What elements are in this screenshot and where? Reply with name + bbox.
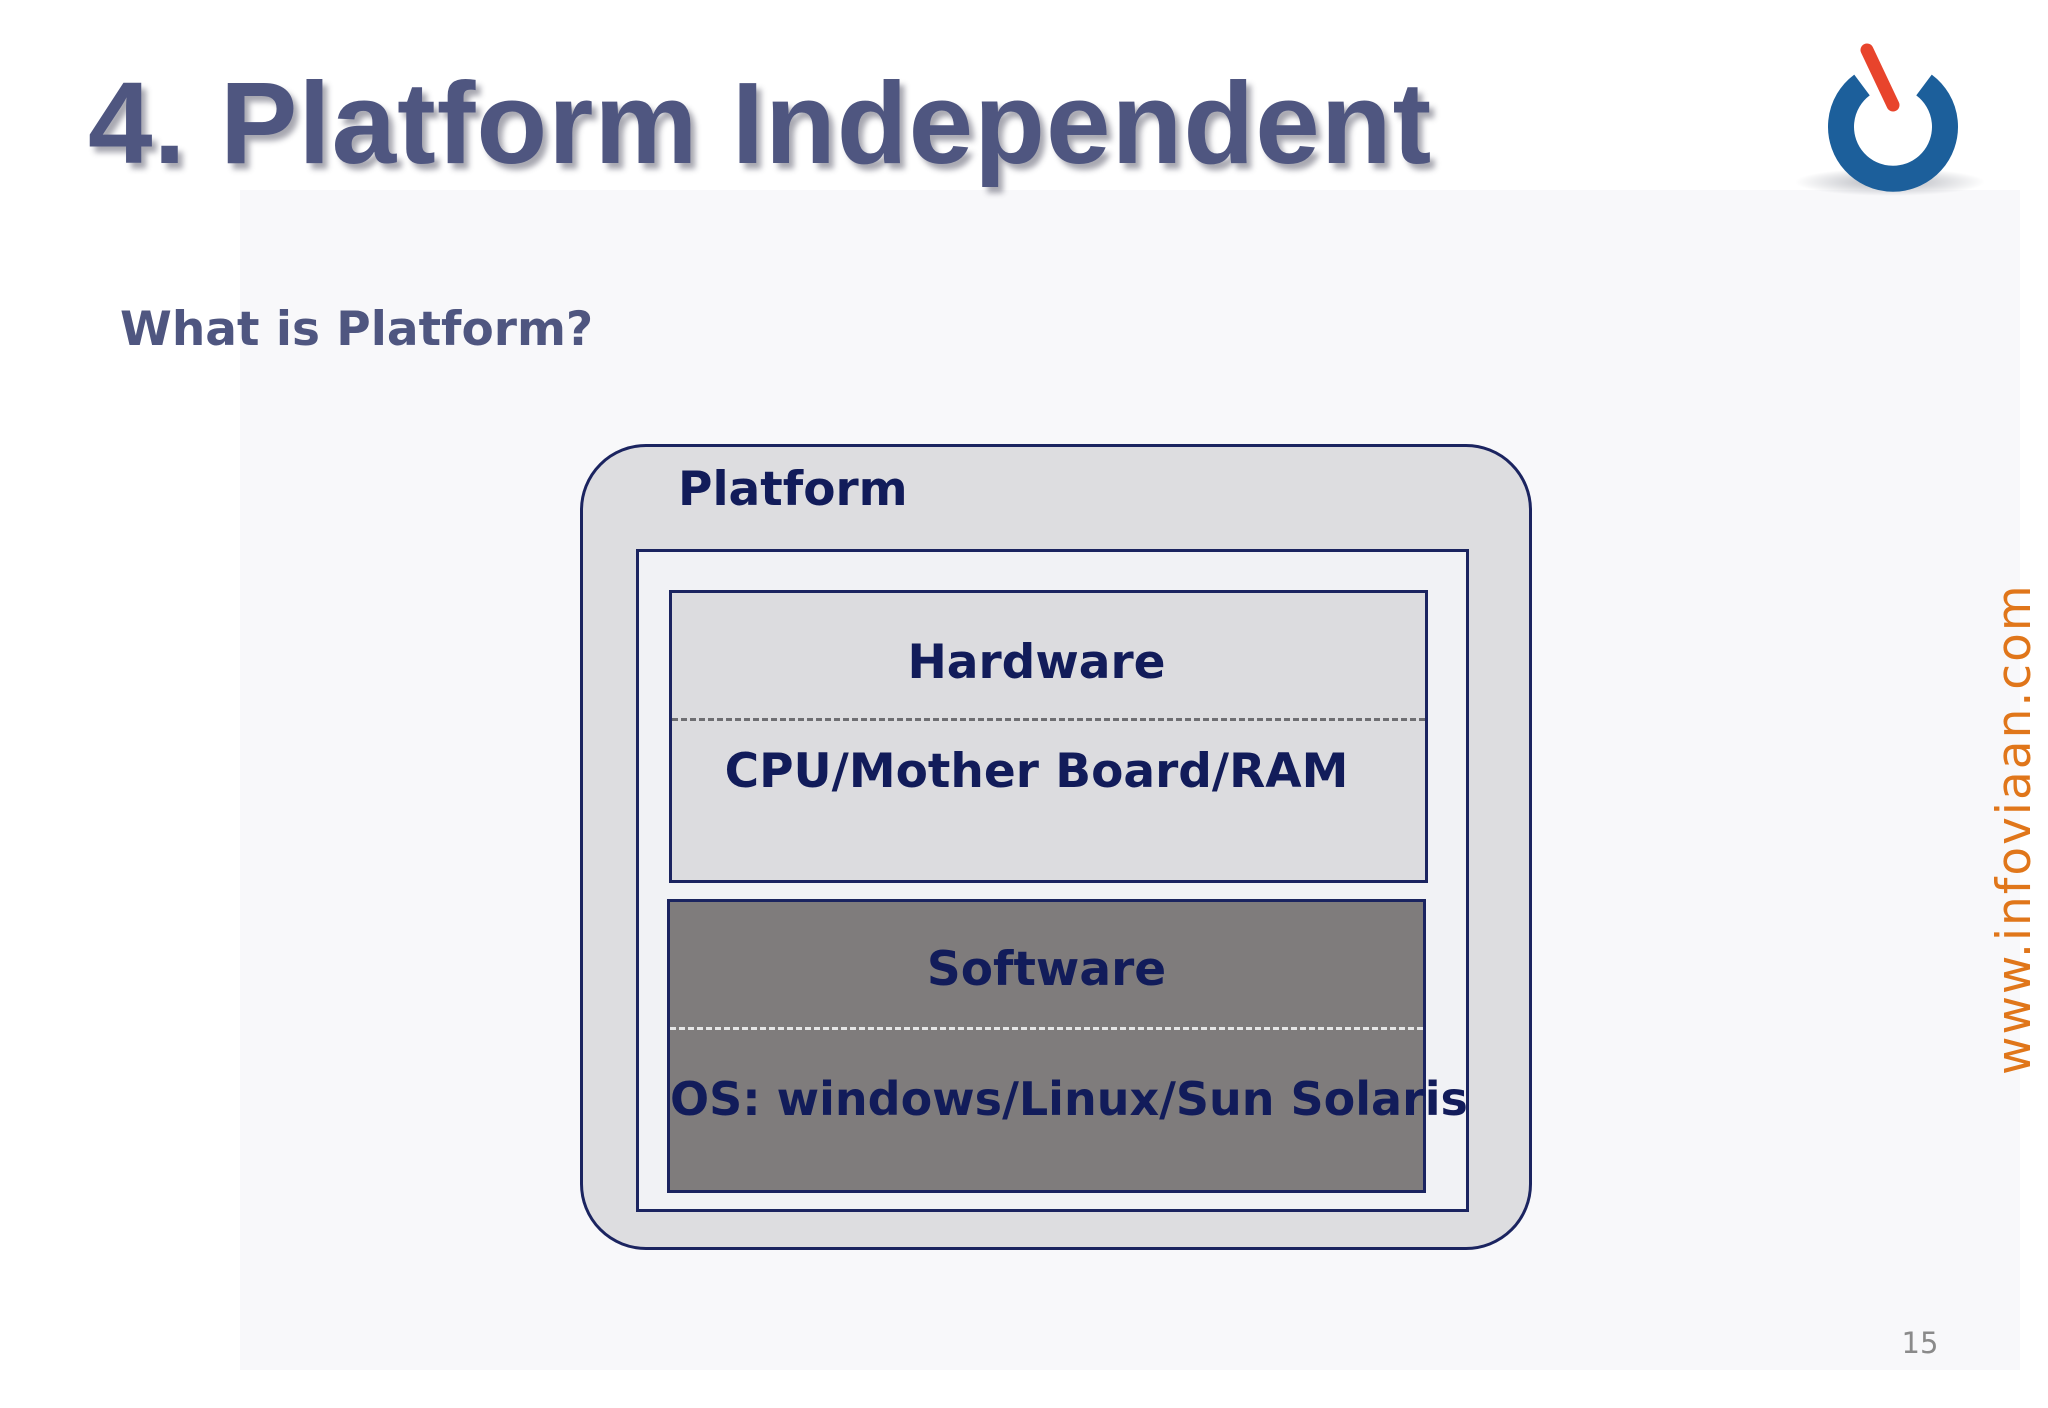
page-number: 15 [1901, 1326, 1939, 1360]
platform-label: Platform [678, 462, 908, 517]
website-url: www.infoviaan.com [1987, 583, 2042, 1075]
software-title: Software [926, 942, 1167, 997]
hardware-title: Hardware [907, 635, 1166, 690]
slide-subtitle: What is Platform? [120, 302, 594, 357]
hardware-divider [672, 718, 1425, 721]
software-layer: Software OS: windows/Linux/Sun Solaris [667, 899, 1468, 1193]
software-detail: OS: windows/Linux/Sun Solaris [670, 1072, 1468, 1126]
hardware-detail: CPU/Mother Board/RAM [724, 744, 1349, 799]
software-divider [670, 1027, 1423, 1030]
power-icon [1790, 30, 1990, 210]
slide-title: 4. Platform Independent [88, 58, 1433, 188]
hardware-layer: Hardware CPU/Mother Board/RAM [669, 590, 1428, 883]
